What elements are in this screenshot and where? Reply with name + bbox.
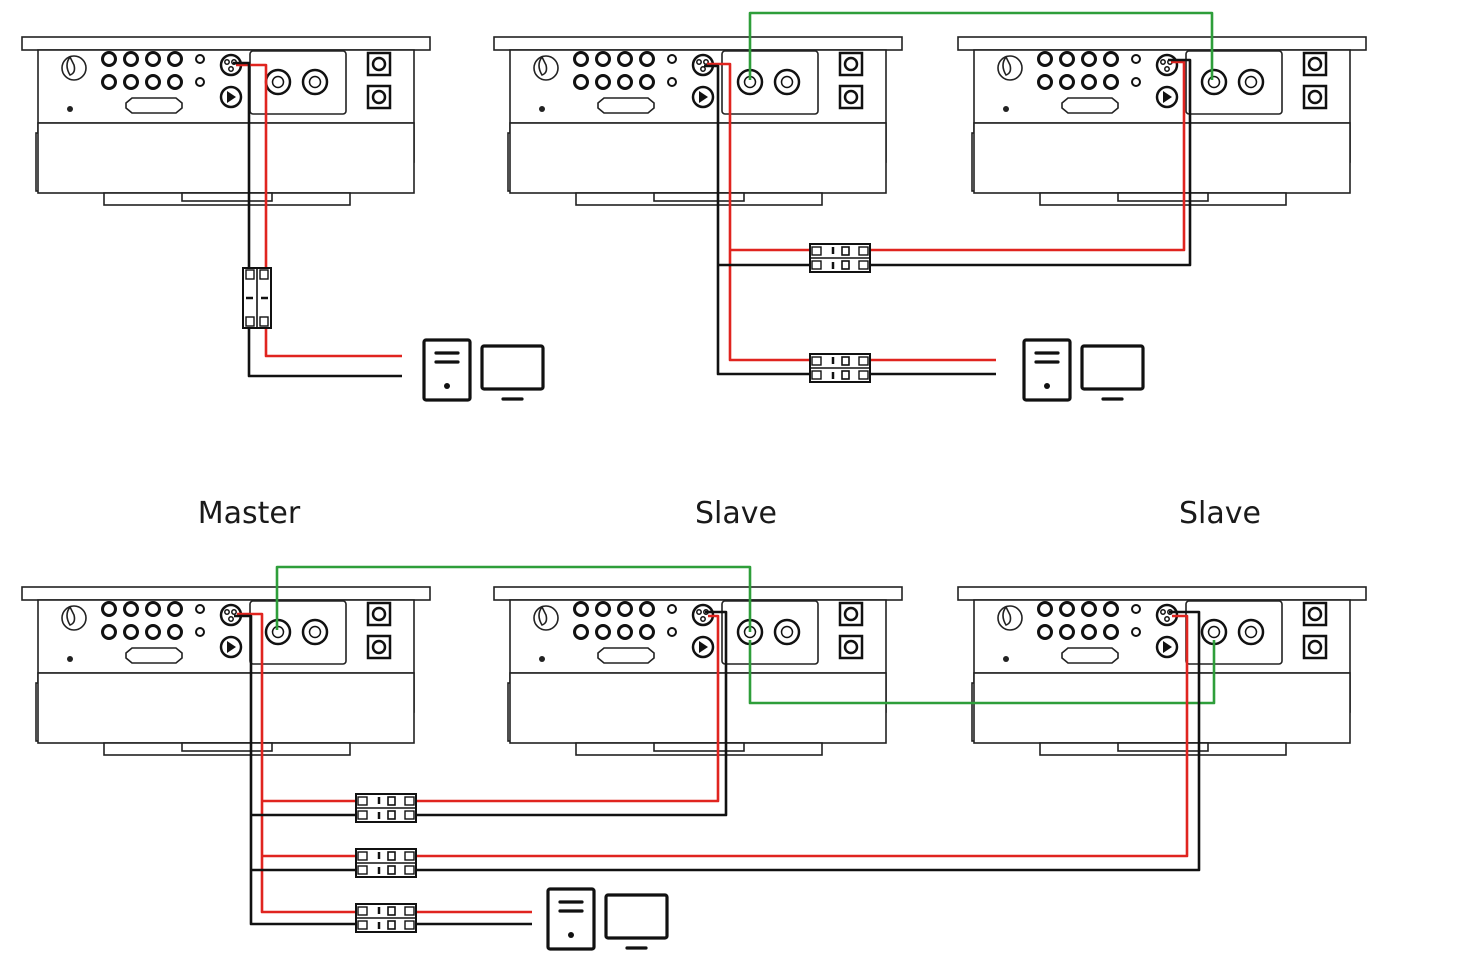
- slave1-neutral-wire: [251, 610, 728, 817]
- top-link-neutral-wire: [718, 58, 1192, 267]
- top-left-breaker: [241, 266, 273, 330]
- master-label: Master: [197, 496, 301, 531]
- slave-label-1: Slave: [695, 496, 777, 531]
- bottom-comm-wire-2: [748, 640, 1216, 705]
- top-right-inverter: [956, 35, 1368, 207]
- top-right-load-icon: [1022, 338, 1145, 402]
- bottom-load-icon: [546, 887, 669, 951]
- bottom-master-inverter: [20, 585, 432, 757]
- slave-label-2: Slave: [1179, 496, 1261, 531]
- top-comm-wire: [748, 11, 1214, 80]
- top-load-breaker: [808, 352, 872, 384]
- top-left-neutral-wire: [233, 61, 402, 378]
- top-left-live-wire: [236, 63, 402, 358]
- top-left-load-icon: [422, 338, 545, 402]
- slave2-live-wire: [262, 614, 1189, 858]
- slave1-live-wire: [262, 614, 720, 803]
- top-link-breaker: [808, 242, 872, 274]
- slave2-breaker: [354, 847, 418, 879]
- slave2-neutral-wire: [251, 610, 1201, 872]
- top-middle-inverter: [492, 35, 904, 207]
- bottom-slave-1-inverter: [492, 585, 904, 757]
- bottom-slave-2-inverter: [956, 585, 1368, 757]
- top-left-inverter: [20, 35, 432, 207]
- bottom-comm-wire-1: [275, 565, 752, 632]
- load-breaker: [354, 902, 418, 934]
- slave1-breaker: [354, 792, 418, 824]
- top-link-live-wire: [730, 60, 1186, 252]
